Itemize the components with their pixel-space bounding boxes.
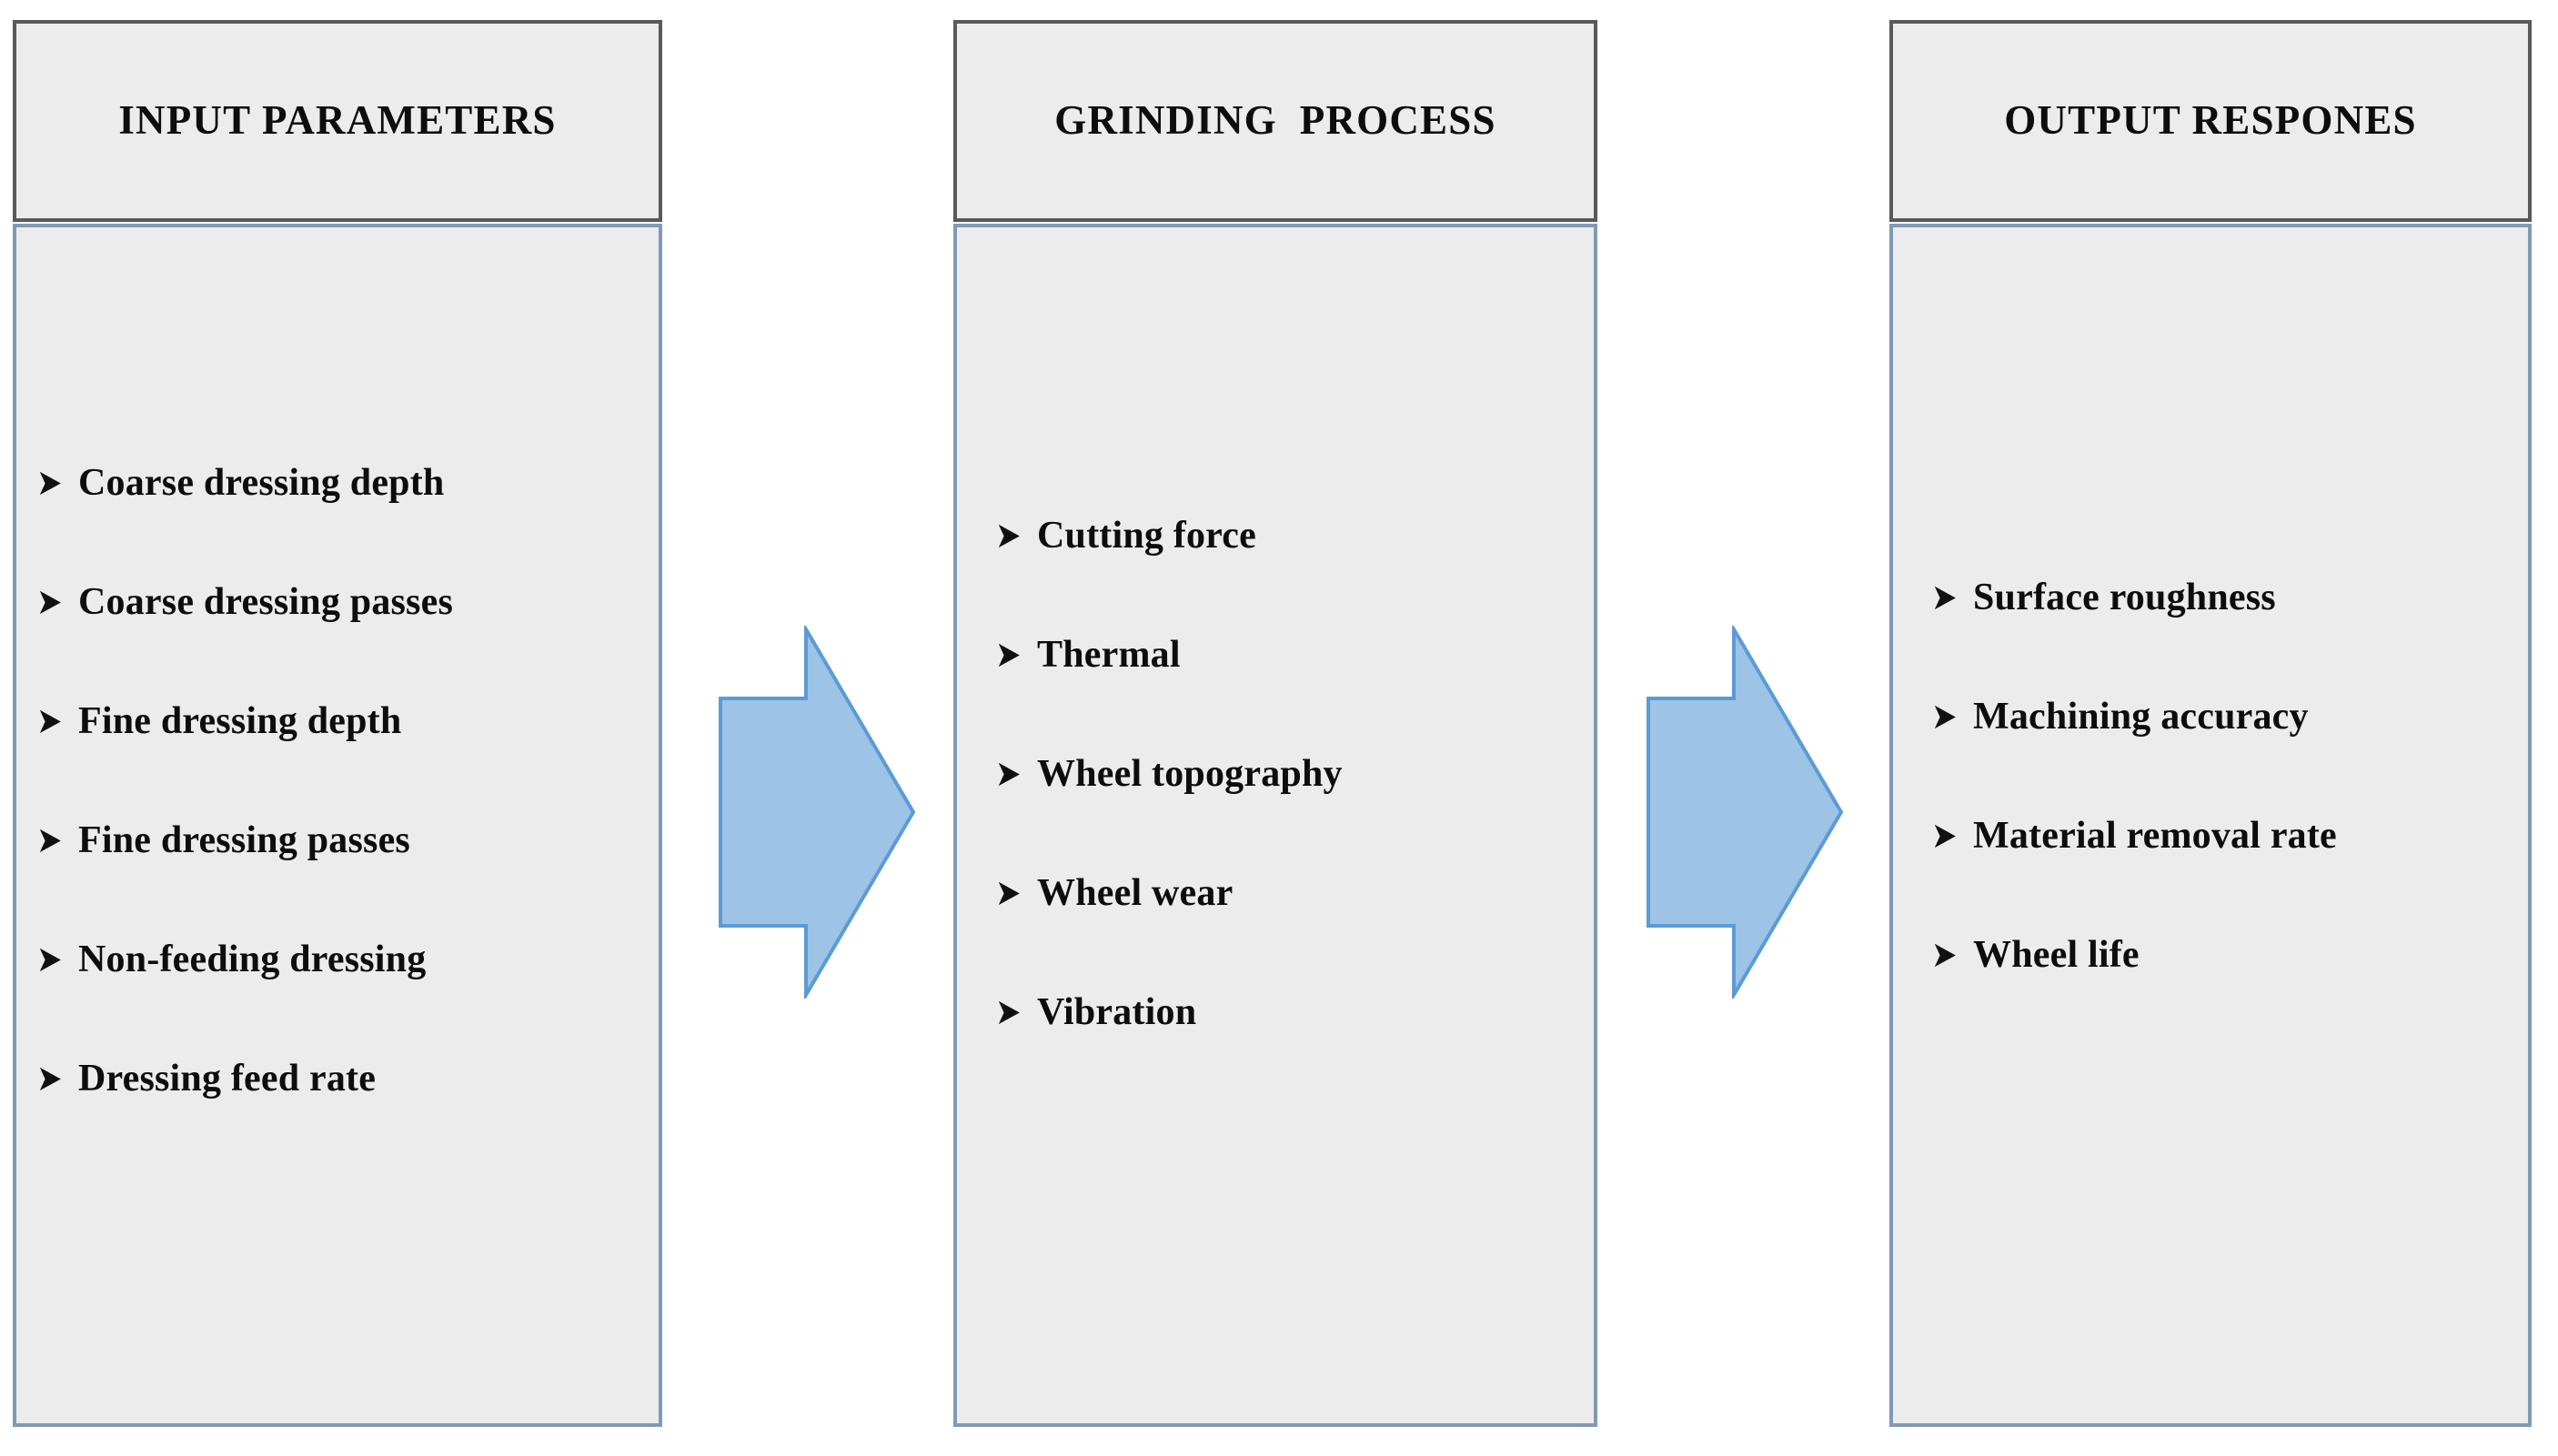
list-item-label: Cutting force bbox=[1037, 515, 1256, 557]
body-box-input-parameters: ➤ Coarse dressing depth ➤ Coarse dressin… bbox=[13, 224, 662, 1427]
list-item-label: Machining accuracy bbox=[1973, 696, 2309, 738]
column-output-respones: OUTPUT RESPONES ➤ Surface roughness ➤ Ma… bbox=[1889, 20, 2532, 1427]
list-item: ➤ Wheel topography bbox=[995, 755, 1594, 874]
list-item-label: Coarse dressing depth bbox=[78, 462, 445, 504]
arrow-bullet-icon: ➤ bbox=[1931, 696, 1958, 738]
list-item-label: Thermal bbox=[1037, 634, 1181, 676]
arrow-bullet-icon: ➤ bbox=[36, 939, 63, 980]
arrow-bullet-icon: ➤ bbox=[995, 753, 1022, 795]
arrow-bullet-icon: ➤ bbox=[1931, 815, 1958, 857]
list-item-label: Material removal rate bbox=[1973, 815, 2337, 857]
list-output-respones: ➤ Surface roughness ➤ Machining accuracy… bbox=[1893, 578, 2528, 1055]
header-title-grinding-process: GRINDING PROCESS bbox=[1054, 97, 1496, 144]
list-item-label: Dressing feed rate bbox=[78, 1058, 377, 1100]
arrow-bullet-icon: ➤ bbox=[36, 581, 63, 623]
list-item-label: Wheel wear bbox=[1037, 872, 1234, 914]
list-item: ➤ Surface roughness bbox=[1931, 578, 2528, 698]
body-box-grinding-process: ➤ Cutting force ➤ Thermal ➤ Wheel topogr… bbox=[953, 224, 1597, 1427]
body-box-output-respones: ➤ Surface roughness ➤ Machining accuracy… bbox=[1889, 224, 2532, 1427]
list-item: ➤ Wheel wear bbox=[995, 874, 1594, 993]
list-item: ➤ Fine dressing depth bbox=[36, 702, 659, 821]
arrow-bullet-icon: ➤ bbox=[995, 515, 1022, 557]
list-item: ➤ Vibration bbox=[995, 993, 1594, 1112]
arrow-bullet-icon: ➤ bbox=[36, 1058, 63, 1100]
arrow-bullet-icon: ➤ bbox=[1931, 934, 1958, 976]
arrow-bullet-icon: ➤ bbox=[36, 462, 63, 504]
arrow-bullet-icon: ➤ bbox=[36, 700, 63, 742]
list-item: ➤ Wheel life bbox=[1931, 936, 2528, 1055]
list-item: ➤ Non-feeding dressing bbox=[36, 940, 659, 1059]
list-input-parameters: ➤ Coarse dressing depth ➤ Coarse dressin… bbox=[16, 464, 659, 1179]
header-title-input-parameters: INPUT PARAMETERS bbox=[118, 97, 557, 144]
header-box-input-parameters: INPUT PARAMETERS bbox=[13, 20, 662, 222]
arrow-bullet-icon: ➤ bbox=[995, 991, 1022, 1033]
arrow-process-to-output-icon bbox=[1645, 626, 1845, 999]
list-item-label: Coarse dressing passes bbox=[78, 581, 453, 623]
arrow-bullet-icon: ➤ bbox=[995, 872, 1022, 914]
list-item: ➤ Machining accuracy bbox=[1931, 698, 2528, 817]
list-grinding-process: ➤ Cutting force ➤ Thermal ➤ Wheel topogr… bbox=[957, 517, 1594, 1112]
header-title-output-respones: OUTPUT RESPONES bbox=[2004, 97, 2417, 144]
list-item-label: Non-feeding dressing bbox=[78, 939, 427, 980]
list-item-label: Wheel topography bbox=[1037, 753, 1343, 795]
list-item: ➤ Cutting force bbox=[995, 517, 1594, 636]
list-item: ➤ Fine dressing passes bbox=[36, 821, 659, 940]
column-grinding-process: GRINDING PROCESS ➤ Cutting force ➤ Therm… bbox=[953, 20, 1597, 1427]
list-item-label: Wheel life bbox=[1973, 934, 2140, 976]
arrow-bullet-icon: ➤ bbox=[36, 819, 63, 861]
list-item-label: Vibration bbox=[1037, 991, 1197, 1033]
list-item-label: Fine dressing passes bbox=[78, 819, 410, 861]
list-item-label: Surface roughness bbox=[1973, 577, 2276, 618]
list-item: ➤ Thermal bbox=[995, 636, 1594, 755]
list-item: ➤ Dressing feed rate bbox=[36, 1059, 659, 1179]
header-box-output-respones: OUTPUT RESPONES bbox=[1889, 20, 2532, 222]
list-item: ➤ Coarse dressing depth bbox=[36, 464, 659, 583]
arrow-bullet-icon: ➤ bbox=[1931, 577, 1958, 618]
header-box-grinding-process: GRINDING PROCESS bbox=[953, 20, 1597, 222]
arrow-input-to-process-icon bbox=[717, 626, 917, 999]
list-item: ➤ Material removal rate bbox=[1931, 817, 2528, 936]
arrow-bullet-icon: ➤ bbox=[995, 634, 1022, 676]
list-item-label: Fine dressing depth bbox=[78, 700, 402, 742]
list-item: ➤ Coarse dressing passes bbox=[36, 583, 659, 702]
column-input-parameters: INPUT PARAMETERS ➤ Coarse dressing depth… bbox=[13, 20, 662, 1427]
